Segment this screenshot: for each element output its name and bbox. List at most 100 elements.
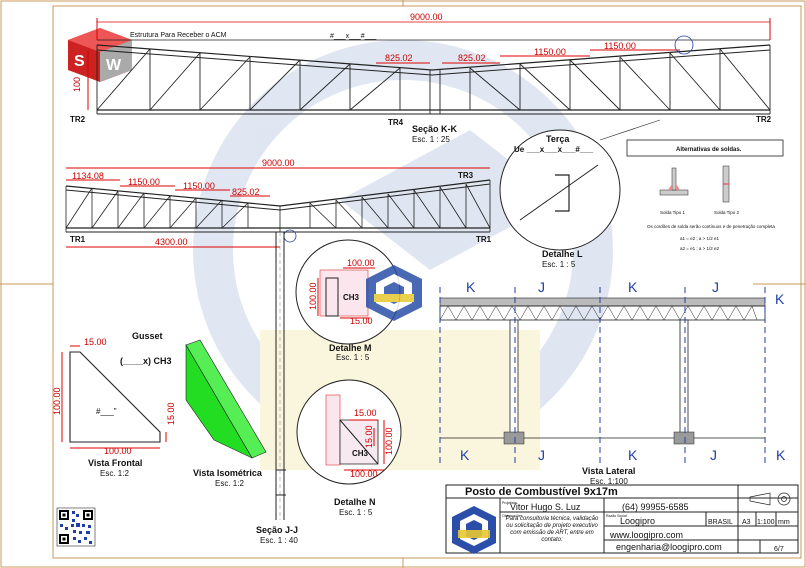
contact-note: Para consultoria técnica, validação ou s… (505, 516, 599, 543)
gusset-dim-1: 15.00 (84, 337, 107, 347)
side-marker-bottom-2: J (538, 447, 545, 463)
label-tr1-left: TR1 (70, 235, 86, 244)
paper-size: A3 (742, 519, 751, 526)
truss-dim-2: 1150.00 (128, 177, 160, 187)
watermark-logo-icon (193, 40, 613, 470)
weld-type1-icon (659, 167, 689, 196)
detail-m-dim-3: 15.00 (350, 316, 373, 326)
side-marker-bottom-4: J (710, 447, 717, 463)
detail-n-scale: Esc. 1 : 5 (339, 508, 373, 517)
projection-symbol-icon (749, 492, 791, 506)
company-email: engenharia@loogipro.com (616, 542, 722, 552)
top-dim-3: 1150.00 (534, 47, 566, 57)
qr-code-icon (56, 507, 96, 547)
drawing-title: Posto de Combustível 9x17m (465, 486, 618, 498)
detail-n-dim-1: 15.00 (354, 408, 377, 418)
top-dim-1: 825.02 (385, 53, 413, 63)
designer-phone: (64) 99955-6585 (622, 502, 689, 512)
truss-dim-1: 1134.08 (72, 171, 104, 181)
label-tr2-left: TR2 (70, 115, 86, 124)
weld-type2-icon (722, 165, 730, 203)
detail-n-dim-4: 100.00 (350, 469, 378, 479)
detail-n-dim-3: 15.00 (364, 425, 374, 448)
title-block: Posto de Combustível 9x17m Projetista Vi… (445, 484, 799, 554)
drawing-border (52, 5, 802, 559)
detail-l-name: Detalhe L (542, 249, 583, 259)
company-name: Loogipro (620, 516, 655, 526)
top-dim-2: 825.02 (458, 53, 486, 63)
gusset-title-1: Gusset (132, 331, 163, 341)
side-marker-bottom-5: K (776, 447, 786, 463)
weld-formula-2: a2 = e1 ; a > 1/2 e2 (680, 246, 720, 251)
acm-note: Estrutura Para Receber o ACM (130, 32, 227, 39)
side-marker-bottom-1: K (460, 447, 470, 463)
label-projetista: Projetista (502, 501, 517, 505)
detail-n-dim-2: 100.00 (384, 427, 394, 455)
detail-l: Terça Ue ___x___x___#___ Detalhe L Esc. … (499, 119, 661, 269)
gusset-iso-view: Vista Isométrica Esc. 1:2 (185, 339, 267, 488)
detail-l-title: Terça (546, 134, 570, 144)
truss-dim-4: 825.02 (232, 187, 260, 197)
svg-text:W: W (106, 57, 122, 74)
detail-n: 15.00 100.00 15.00 100.00 CH3 Detalhe N … (296, 379, 402, 517)
label-tr3: TR3 (458, 171, 474, 180)
section-kk-scale: Esc. 1 : 25 (412, 135, 450, 144)
truss-bottom-dim: 4300.00 (155, 237, 188, 247)
weld-type1-label: Solda Tipo 1 (660, 210, 686, 215)
gusset-dim-4: 100.00 (104, 446, 132, 456)
gusset-iso-scale: Esc. 1:2 (215, 479, 244, 488)
weld-alternatives: Alternativas de soldas. Solda Tipo 1 Sol… (626, 139, 784, 251)
loogipro-detail-logo-icon (366, 265, 422, 321)
weld-formula-1: a1 = e2 ; a > 1/2 e1 (680, 236, 720, 241)
truss-view: 9000.00 1134.08 1150.00 1150.00 825.02 (65, 158, 492, 248)
side-marker-top-4: J (712, 279, 719, 295)
side-marker-top-3: K (628, 279, 638, 295)
detail-m-scale: Esc. 1 : 5 (336, 353, 370, 362)
gusset-iso-name: Vista Isométrica (193, 468, 263, 478)
detail-m-name: Detalhe M (329, 343, 372, 353)
section-kk-title: Seção K-K (412, 124, 458, 134)
label-tr4: TR4 (388, 118, 404, 127)
loogipro-logo-icon (452, 506, 496, 554)
detail-m-dim-1: 100.00 (347, 258, 375, 268)
side-view-name: Vista Lateral (582, 466, 635, 476)
label-razao: Razão Social (606, 514, 627, 518)
truss-dim-3: 1150.00 (183, 181, 215, 191)
company-website: www.loogipro.com (609, 530, 683, 540)
side-marker-top-5: K (775, 291, 785, 307)
side-marker-bottom-3: K (628, 447, 638, 463)
side-marker-top-2: J (538, 279, 545, 295)
side-marker-top-1: K (466, 279, 476, 295)
gusset-front-name: Vista Frontal (88, 458, 142, 468)
label-obs: Observações (502, 514, 523, 518)
side-view-scale: Esc. 1:100 (590, 477, 628, 486)
detail-m-dim-2: 100.00 (308, 282, 318, 310)
top-view: 9000.00 Estrutura Para Receber o ACM #__… (70, 12, 772, 144)
detail-m: 100.00 100.00 15.00 CH3 Detalhe M Esc. 1… (295, 239, 401, 362)
weld-type2-label: Solda Tipo 2 (714, 210, 740, 215)
units: mm (778, 519, 790, 526)
gusset-front-scale: Esc. 1:2 (100, 469, 129, 478)
gusset-front-view: Gusset (____x) CH3 15.00 100.00 15.00 10… (52, 331, 176, 478)
section-jj-name: Seção J-J (256, 525, 298, 535)
truss-overall-dim: 9000.00 (262, 158, 295, 168)
side-view: K J K J K K J K J K Vista Lateral Esc. 1… (439, 279, 786, 486)
detail-l-spec: Ue ___x___x___#___ (514, 145, 594, 154)
label-tr2-right: TR2 (756, 115, 772, 124)
gusset-dim-3: 15.00 (166, 402, 176, 425)
welds-title: Alternativas de soldas. (676, 147, 742, 153)
detail-n-profile: CH3 (352, 449, 369, 458)
sheet-number: 6/7 (774, 546, 784, 553)
country: BRASIL (708, 519, 733, 526)
top-height-dim: 100 (72, 77, 82, 92)
acm-hash-label: #___x___#___ (330, 33, 376, 40)
detail-l-scale: Esc. 1 : 5 (542, 260, 576, 269)
gusset-dim-2: 100.00 (52, 387, 62, 415)
svg-text:S: S (74, 53, 85, 70)
gusset-title-2: (____x) CH3 (120, 356, 172, 366)
top-dim-4: 1150.00 (604, 41, 636, 51)
column-jj (275, 232, 286, 520)
drawing-scale: 1:100 (757, 519, 775, 526)
label-tr1-right: TR1 (476, 235, 492, 244)
